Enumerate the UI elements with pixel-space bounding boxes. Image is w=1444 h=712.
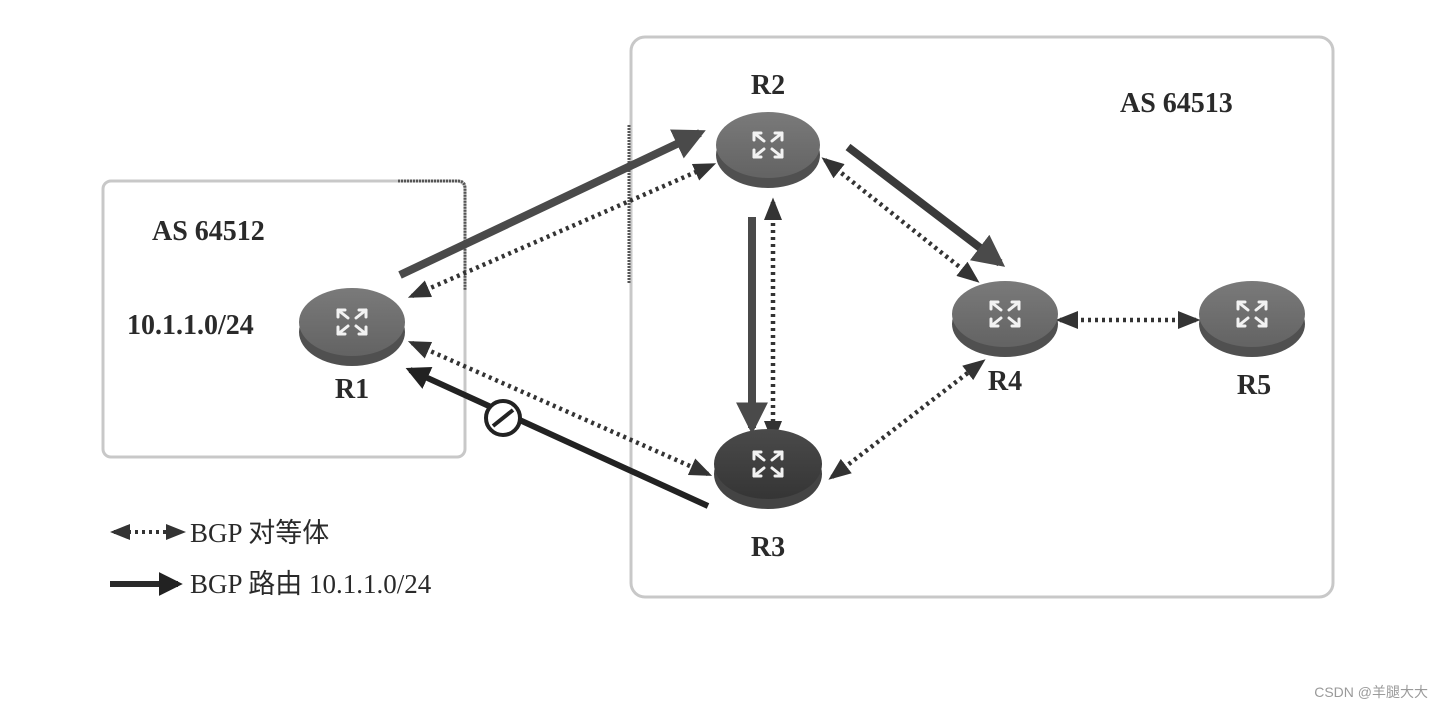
route-arrow-r3-r1-blocked: [405, 367, 710, 509]
router-r4[interactable]: [952, 281, 1058, 357]
router-r1-prefix: 10.1.1.0/24: [127, 310, 254, 341]
router-r5-label: R5: [1237, 370, 1271, 401]
router-r5[interactable]: [1199, 281, 1305, 357]
peer-line-r3-r4: [828, 359, 986, 480]
peer-line-r1-r2: [407, 162, 717, 299]
peer-line-r2-r4: [821, 157, 980, 283]
route-arrow-r2-r4: [845, 143, 1006, 267]
as-box-64513: [629, 35, 1335, 599]
as-64512-label: AS 64512: [152, 216, 265, 247]
router-r2-label: R2: [751, 70, 785, 101]
peer-lines: [407, 157, 1201, 480]
watermark: CSDN @羊腿大大: [1314, 684, 1428, 700]
router-r4-label: R4: [988, 366, 1022, 397]
legend: BGP 对等体 BGP 路由 10.1.1.0/24: [110, 518, 432, 599]
router-r3[interactable]: [714, 429, 822, 509]
route-arrows: [398, 129, 1006, 509]
router-r1[interactable]: [299, 288, 405, 366]
route-arrow-r1-r2: [398, 129, 706, 279]
router-r3-label: R3: [751, 532, 785, 563]
router-r2[interactable]: [716, 112, 820, 188]
router-r1-label: R1: [335, 374, 369, 405]
as-box-64512: [101, 179, 467, 459]
blocked-icon: [484, 399, 522, 437]
legend-route-label: BGP 路由 10.1.1.0/24: [190, 569, 432, 599]
peer-line-r1-r3: [407, 340, 713, 477]
as-64513-label: AS 64513: [1120, 88, 1233, 119]
legend-peer-label: BGP 对等体: [190, 518, 329, 548]
